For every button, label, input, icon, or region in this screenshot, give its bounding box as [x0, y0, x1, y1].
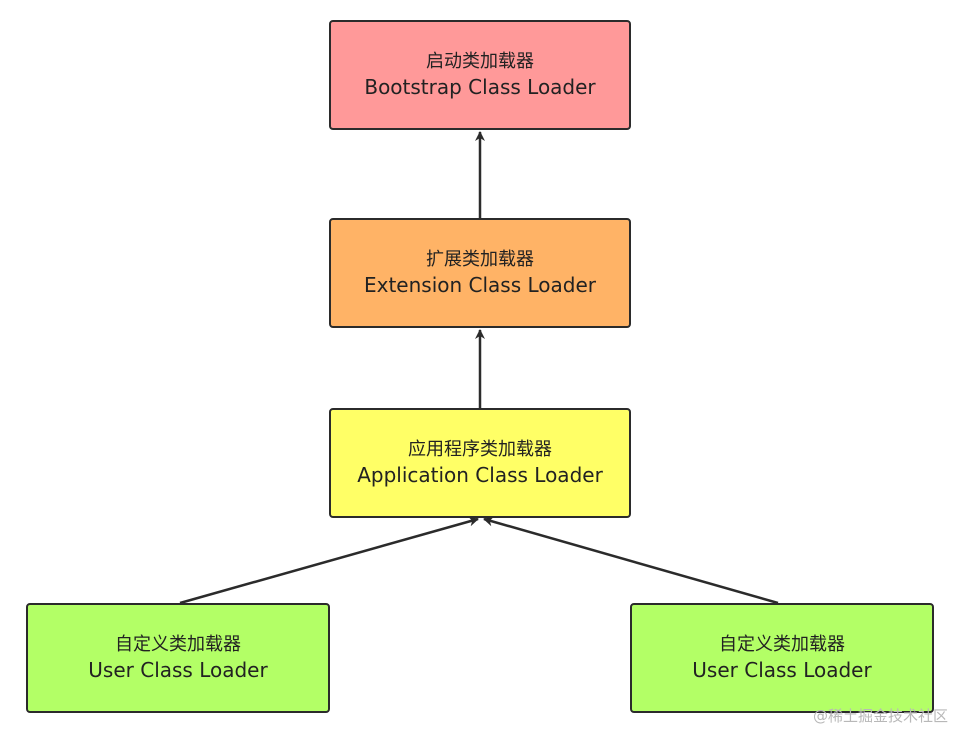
extension-class-loader-node: 扩展类加载器 Extension Class Loader — [329, 218, 631, 328]
bootstrap-class-loader-node: 启动类加载器 Bootstrap Class Loader — [329, 20, 631, 130]
bootstrap-label-zh: 启动类加载器 — [426, 51, 534, 73]
edge-user-left-to-application — [179, 516, 479, 605]
user-right-label-zh: 自定义类加载器 — [719, 634, 845, 656]
application-label-en: Application Class Loader — [357, 462, 603, 487]
user-right-label-en: User Class Loader — [692, 657, 872, 682]
user-class-loader-node-right: 自定义类加载器 User Class Loader — [630, 603, 934, 713]
application-class-loader-node: 应用程序类加载器 Application Class Loader — [329, 408, 631, 518]
watermark: @稀土掘金技术社区 — [812, 707, 948, 725]
user-class-loader-node-left: 自定义类加载器 User Class Loader — [26, 603, 330, 713]
bootstrap-label-en: Bootstrap Class Loader — [364, 74, 596, 99]
user-left-label-zh: 自定义类加载器 — [115, 634, 241, 656]
user-left-label-en: User Class Loader — [88, 657, 268, 682]
application-label-zh: 应用程序类加载器 — [408, 439, 552, 461]
extension-label-zh: 扩展类加载器 — [426, 249, 534, 271]
edge-user-right-to-application — [483, 516, 779, 605]
extension-label-en: Extension Class Loader — [363, 272, 597, 297]
